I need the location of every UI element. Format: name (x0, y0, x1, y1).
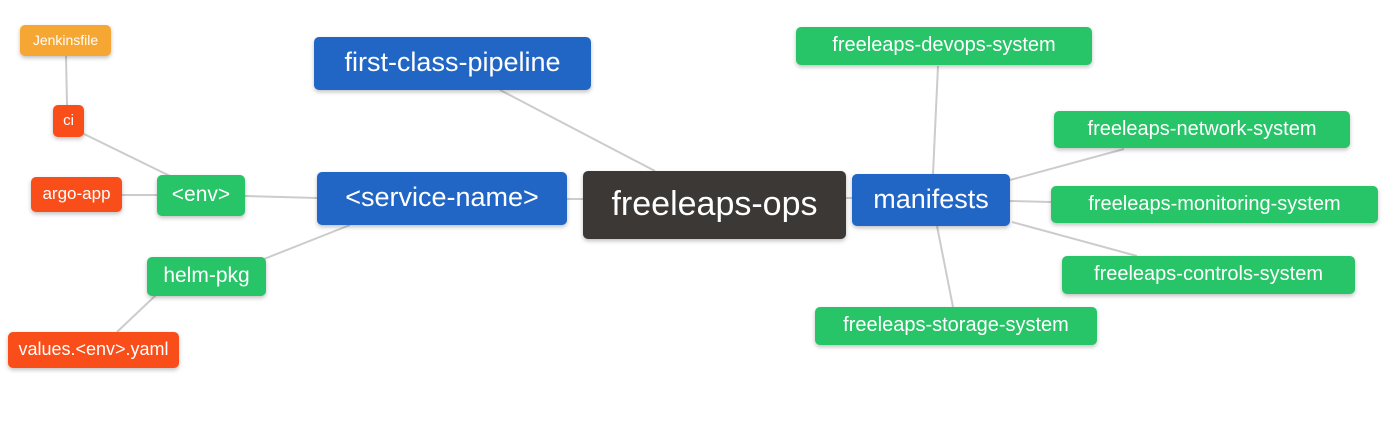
edge-manifests-to-freeleaps-monitoring-system (1009, 200, 1052, 203)
node-first-class-pipeline[interactable]: first-class-pipeline (314, 37, 591, 90)
edge-values-env-yaml-to-helm-pkg (116, 294, 157, 333)
node-values-env-yaml[interactable]: values.<env>.yaml (8, 332, 179, 368)
edge-service-name-to-helm-pkg (263, 224, 351, 260)
node-argo-app[interactable]: argo-app (31, 177, 122, 212)
edge-first-class-pipeline-to-freeleaps-ops (499, 89, 656, 172)
node-freeleaps-devops-system[interactable]: freeleaps-devops-system (796, 27, 1092, 65)
node-service-name[interactable]: <service-name> (317, 172, 567, 225)
edge-manifests-to-freeleaps-storage-system (936, 225, 954, 308)
node-freeleaps-ops[interactable]: freeleaps-ops (583, 171, 846, 239)
node-freeleaps-controls-system[interactable]: freeleaps-controls-system (1062, 256, 1355, 294)
node-freeleaps-network-system[interactable]: freeleaps-network-system (1054, 111, 1350, 148)
edge-jenkinsfile-to-ci (65, 55, 68, 106)
node-manifests[interactable]: manifests (852, 174, 1010, 226)
node-freeleaps-monitoring-system[interactable]: freeleaps-monitoring-system (1051, 186, 1378, 223)
node-ci[interactable]: ci (53, 105, 84, 137)
node-env[interactable]: <env> (157, 175, 245, 216)
node-jenkinsfile[interactable]: Jenkinsfile (20, 25, 111, 56)
edge-manifests-to-freeleaps-devops-system (932, 65, 939, 175)
edge-env-to-service-name (244, 195, 318, 199)
edge-manifests-to-freeleaps-network-system (1009, 148, 1125, 181)
edge-ci-to-env (81, 132, 173, 178)
edge-manifests-to-freeleaps-controls-system (1011, 221, 1138, 257)
node-helm-pkg[interactable]: helm-pkg (147, 257, 266, 296)
node-freeleaps-storage-system[interactable]: freeleaps-storage-system (815, 307, 1097, 345)
